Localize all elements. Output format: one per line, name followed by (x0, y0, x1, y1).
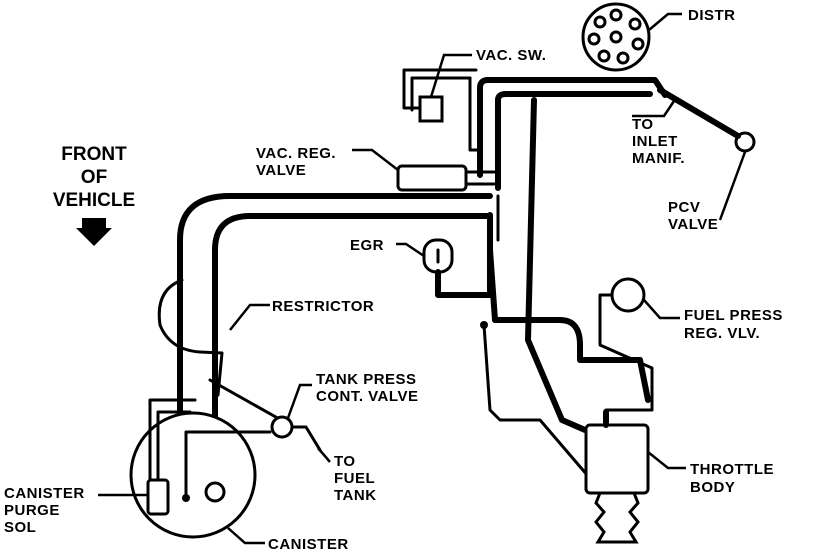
label-throttle-1: THROTTLE (690, 461, 774, 478)
to-fuel-leader (317, 447, 331, 463)
label-distr: DISTR (688, 7, 736, 24)
canister-port (204, 481, 226, 503)
label-to-fuel-1: TO (334, 453, 356, 470)
inlet-leader (632, 97, 678, 118)
restrictor-leader (229, 303, 270, 331)
restrictor-loop (157, 278, 224, 397)
label-pcv-1: PCV (668, 199, 700, 216)
throttle-hose-b (525, 97, 588, 433)
canister-top-hose (184, 430, 272, 496)
vac-sw-leader (429, 53, 472, 98)
hose-end-cap (480, 321, 488, 329)
label-vac-reg-2: VALVE (256, 162, 306, 179)
vac-sw-hose-inner (402, 68, 478, 110)
fuel-reg-hose (598, 293, 654, 412)
label-pcv-2: VALVE (668, 216, 718, 233)
canister-purge-solenoid (146, 478, 170, 516)
label-vac-sw: VAC. SW. (476, 47, 546, 64)
egr-leader (396, 242, 425, 258)
vac-sw-hose-outer (410, 76, 472, 112)
pcv-hose (657, 87, 741, 139)
canister-hose-inner (209, 213, 493, 498)
canister-leader (227, 527, 265, 545)
throttle-body (584, 409, 650, 544)
distributor (581, 2, 651, 72)
label-vac-reg-1: VAC. REG. (256, 145, 336, 162)
label-to-fuel-2: FUEL (334, 470, 375, 487)
label-canister: CANISTER (268, 536, 349, 553)
purge-sol-hose-b (148, 398, 197, 482)
vac-reg-valve (396, 164, 468, 192)
fuel-press-reg-valve (610, 277, 646, 313)
throttle-leader (647, 451, 686, 470)
egr-valve (422, 238, 454, 274)
fuel-press-leader (643, 299, 680, 320)
label-canister-purge-2: PURGE (4, 502, 60, 519)
label-to-inlet-1: TO (632, 116, 654, 133)
label-to-inlet-2: INLET (632, 133, 678, 150)
label-tank-press-2: CONT. VALVE (316, 388, 418, 405)
label-to-inlet-3: MANIF. (632, 150, 685, 167)
vac-sw-hose-drop (468, 76, 480, 152)
label-restrictor: RESTRICTOR (272, 298, 374, 315)
vacuum-switch (418, 95, 444, 123)
label-throttle-2: BODY (690, 479, 735, 496)
label-front-2: OF (81, 167, 107, 188)
canister-port-small (182, 494, 190, 502)
purge-sol-hose-a (156, 410, 192, 482)
vac-reg-leader (352, 148, 399, 171)
to-fuel-tank-hose (290, 425, 322, 452)
front-arrow-icon (76, 218, 112, 246)
label-front-1: FRONT (61, 144, 127, 165)
label-fuel-press-2: REG. VLV. (684, 325, 760, 342)
label-tank-press-1: TANK PRESS (316, 371, 417, 388)
tank-press-cont-valve (270, 415, 294, 439)
label-front-3: VEHICLE (53, 190, 135, 211)
throttle-hose-c (482, 323, 602, 492)
label-egr: EGR (350, 237, 384, 254)
label-canister-purge-1: CANISTER (4, 485, 85, 502)
distr-vacuum-hose (477, 77, 668, 178)
throttle-hose-a (487, 247, 651, 403)
distr-leader (648, 12, 682, 31)
label-fuel-press-1: FUEL PRESS (684, 307, 783, 324)
canister-hose-outer (177, 193, 493, 503)
pcv-leader (718, 151, 747, 221)
label-to-fuel-3: TANK (334, 487, 377, 504)
inlet-manifold-hose (495, 91, 653, 191)
tank-press-leader (286, 383, 312, 419)
label-canister-purge-3: SOL (4, 519, 36, 536)
